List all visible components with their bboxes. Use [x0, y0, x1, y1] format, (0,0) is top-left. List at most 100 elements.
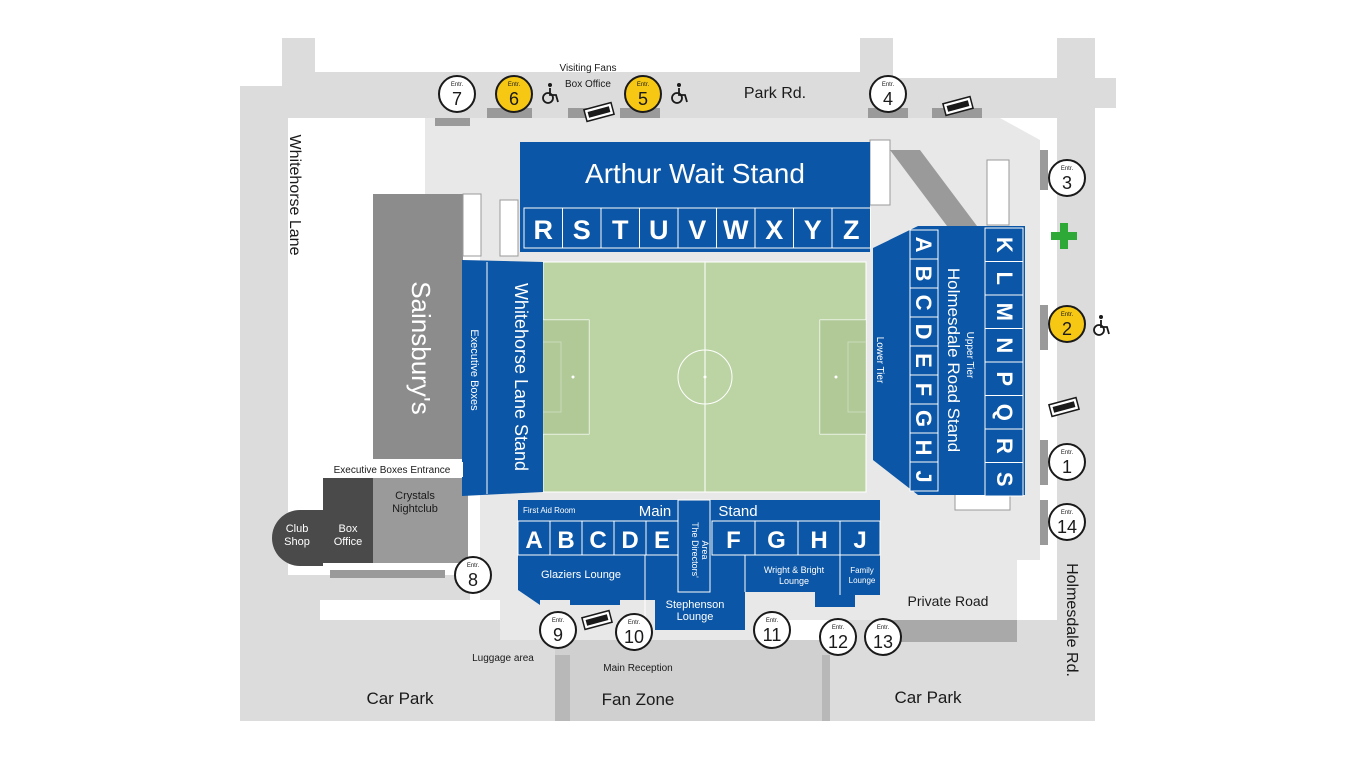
svg-text:Entr.: Entr.: [1061, 166, 1074, 172]
block-g-holmesdale-lower[interactable]: G: [909, 403, 939, 434]
svg-text:2: 2: [1062, 319, 1072, 339]
block-v-arthur-wait[interactable]: V: [677, 207, 717, 249]
block-z-arthur-wait[interactable]: Z: [831, 207, 871, 249]
entrance-7-marker[interactable]: Entr.7: [438, 75, 476, 113]
block-b-holmesdale-lower[interactable]: B: [909, 258, 939, 289]
stephenson-lounge-label-1: Stephenson: [666, 599, 725, 611]
svg-text:Entr.: Entr.: [1061, 312, 1074, 318]
family-lounge-label-2: Lounge: [849, 576, 876, 585]
block-r-holmesdale-upper[interactable]: R: [984, 428, 1024, 463]
svg-text:Entr.: Entr.: [1061, 510, 1074, 516]
block-s-arthur-wait[interactable]: S: [562, 207, 602, 249]
directors-area-label-2: Area: [700, 540, 710, 559]
svg-text:F: F: [726, 527, 741, 554]
luggage-area-label: Luggage area: [472, 653, 534, 664]
main-stand-label-1: Main: [639, 503, 672, 520]
ticket-icon: [942, 95, 974, 117]
svg-text:C: C: [911, 295, 936, 311]
wheelchair-icon: [542, 83, 559, 104]
crystals-nightclub-label-1: Crystals: [395, 490, 435, 502]
holmesdale-road-stand[interactable]: Holmesdale Road Stand Lower Tier Upper T…: [873, 226, 1025, 497]
block-h-main-stand[interactable]: H: [797, 520, 841, 556]
block-f-holmesdale-lower[interactable]: F: [909, 374, 939, 405]
block-a-main-stand[interactable]: A: [517, 520, 551, 556]
park-road-label: Park Rd.: [744, 85, 806, 102]
block-q-holmesdale-upper[interactable]: Q: [984, 395, 1024, 430]
block-b-main-stand[interactable]: B: [549, 520, 583, 556]
block-s-holmesdale-upper[interactable]: S: [984, 462, 1024, 497]
block-p-holmesdale-upper[interactable]: P: [984, 361, 1024, 396]
block-t-arthur-wait[interactable]: T: [600, 207, 640, 249]
visiting-fans-label-1: Visiting Fans: [559, 63, 616, 74]
entrance-4-marker[interactable]: Entr.4: [869, 75, 907, 113]
svg-text:6: 6: [509, 89, 519, 109]
svg-text:W: W: [723, 215, 749, 245]
entrance-5-marker[interactable]: Entr.5: [624, 75, 662, 113]
block-a-holmesdale-lower[interactable]: A: [909, 229, 939, 260]
entrance-6-marker[interactable]: Entr.6: [495, 75, 533, 113]
svg-text:12: 12: [828, 632, 848, 652]
block-r-arthur-wait[interactable]: R: [523, 207, 563, 249]
entrance-14-marker[interactable]: Entr.14: [1048, 503, 1086, 541]
svg-text:M: M: [992, 303, 1017, 321]
svg-text:11: 11: [763, 625, 782, 645]
entrance-3-marker[interactable]: Entr.3: [1048, 159, 1086, 197]
private-road-label: Private Road: [908, 593, 989, 609]
svg-text:A: A: [911, 237, 936, 253]
svg-text:S: S: [992, 472, 1017, 487]
svg-text:Q: Q: [992, 404, 1017, 421]
main-stand-label-2: Stand: [718, 503, 757, 520]
entrance-2-marker[interactable]: Entr.2: [1048, 305, 1086, 343]
block-n-holmesdale-upper[interactable]: N: [984, 328, 1024, 363]
block-d-holmesdale-lower[interactable]: D: [909, 316, 939, 347]
svg-text:Y: Y: [804, 215, 822, 245]
family-lounge-label-1: Family: [850, 566, 874, 575]
svg-text:Entr.: Entr.: [508, 82, 521, 88]
entrance-11-marker[interactable]: Entr.11: [753, 611, 791, 649]
block-y-arthur-wait[interactable]: Y: [793, 207, 833, 249]
svg-text:P: P: [992, 371, 1017, 386]
svg-text:R: R: [534, 215, 554, 245]
svg-text:Z: Z: [843, 215, 860, 245]
block-e-main-stand[interactable]: E: [645, 520, 679, 556]
svg-text:L: L: [992, 272, 1017, 285]
block-g-main-stand[interactable]: G: [754, 520, 799, 556]
block-c-holmesdale-lower[interactable]: C: [909, 287, 939, 318]
block-k-holmesdale-upper[interactable]: K: [984, 227, 1024, 262]
svg-text:Entr.: Entr.: [766, 618, 779, 624]
block-w-arthur-wait[interactable]: W: [716, 207, 756, 249]
entrance-13-marker[interactable]: Entr.13: [864, 618, 902, 656]
block-d-main-stand[interactable]: D: [613, 520, 647, 556]
block-l-holmesdale-upper[interactable]: L: [984, 261, 1024, 296]
svg-text:H: H: [911, 440, 936, 456]
whitehorse-lane-stand[interactable]: Whitehorse Lane Stand Executive Boxes: [462, 260, 543, 496]
entrance-10-marker[interactable]: Entr.10: [615, 613, 653, 651]
block-j-holmesdale-lower[interactable]: J: [909, 461, 939, 492]
svg-text:U: U: [649, 215, 669, 245]
block-c-main-stand[interactable]: C: [581, 520, 615, 556]
whitehorse-lane-stand-label: Whitehorse Lane Stand: [511, 283, 531, 471]
svg-text:K: K: [992, 237, 1017, 253]
svg-text:A: A: [525, 527, 542, 554]
entrance-9-marker[interactable]: Entr.9: [539, 611, 577, 649]
pitch: [542, 261, 867, 493]
svg-text:Entr.: Entr.: [637, 82, 650, 88]
block-h-holmesdale-lower[interactable]: H: [909, 432, 939, 463]
area-labels: Park Rd. Whitehorse Lane Holmesdale Rd. …: [284, 63, 1080, 709]
main-reception-label: Main Reception: [603, 663, 672, 674]
block-e-holmesdale-lower[interactable]: E: [909, 345, 939, 376]
entrance-12-marker[interactable]: Entr.12: [819, 618, 857, 656]
svg-text:J: J: [911, 470, 936, 482]
entrance-1-marker[interactable]: Entr.1: [1048, 443, 1086, 481]
block-x-arthur-wait[interactable]: X: [754, 207, 794, 249]
block-u-arthur-wait[interactable]: U: [639, 207, 679, 249]
block-m-holmesdale-upper[interactable]: M: [984, 294, 1024, 329]
entrance-8-marker[interactable]: Entr.8: [454, 556, 492, 594]
wheelchair-icon: [671, 83, 688, 104]
block-f-main-stand[interactable]: F: [711, 520, 756, 556]
block-j-main-stand[interactable]: J: [839, 520, 881, 556]
visiting-fans-label-2: Box Office: [565, 79, 611, 90]
